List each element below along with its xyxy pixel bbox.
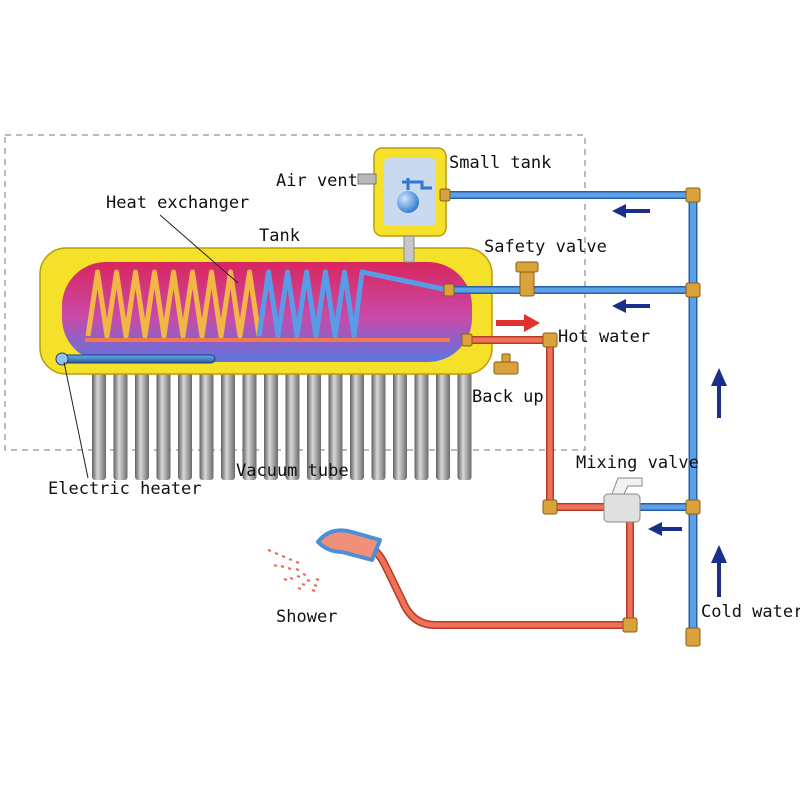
- shower-spray: [267, 549, 320, 592]
- label-safety-valve: Safety valve: [484, 237, 607, 257]
- heat-exchanger-coil-cold: [256, 269, 449, 339]
- electric-heater-cap: [55, 352, 69, 366]
- fitting-cold-inlet-valve: [685, 627, 701, 647]
- label-tank: Tank: [259, 226, 300, 246]
- vacuum-tube: [436, 360, 450, 480]
- leader-heat-exchanger: [159, 214, 239, 284]
- leader-electric-heater: [63, 361, 89, 479]
- spray-droplet: [302, 573, 307, 576]
- spray-droplet: [297, 587, 302, 590]
- vacuum-tube: [113, 360, 128, 480]
- spray-droplet: [274, 552, 279, 555]
- vacuum-tube: [156, 360, 171, 480]
- fitting-small-tank-inlet: [439, 188, 451, 202]
- spray-droplet: [283, 578, 288, 581]
- spray-droplet: [280, 565, 285, 568]
- vacuum-tube: [457, 360, 472, 480]
- spray-droplet: [306, 579, 311, 582]
- mixing-valve-body: [603, 493, 641, 523]
- cold-pipes: [442, 190, 698, 640]
- fitting-hot-outlet: [461, 333, 473, 347]
- label-hot-water: Hot water: [558, 327, 650, 347]
- spray-droplet: [296, 575, 301, 578]
- vacuum-tube: [178, 360, 192, 480]
- label-small-tank: Small tank: [449, 153, 551, 173]
- vacuum-tube: [264, 360, 278, 480]
- air-vent-pipe: [357, 173, 377, 185]
- spray-droplet: [313, 584, 318, 587]
- fitting-hot-elbow: [542, 332, 558, 348]
- cold-arrow-up-lower: [711, 545, 727, 597]
- safety-valve-body: [519, 271, 535, 297]
- fitting-coil-inlet: [443, 283, 455, 297]
- brass-fittings: [439, 187, 701, 647]
- spray-droplet: [315, 578, 320, 581]
- vacuum-tube: [328, 360, 343, 480]
- hot-arrow: [496, 314, 540, 332]
- backup-valve-body: [493, 361, 519, 375]
- vacuum-tube: [285, 360, 300, 480]
- float-ball: [397, 191, 419, 213]
- label-back-up: Back up: [472, 387, 544, 407]
- heat-exchanger-coil-hot: [85, 269, 262, 339]
- spray-droplet: [289, 577, 294, 580]
- spray-droplet: [281, 555, 286, 558]
- vacuum-tube: [199, 360, 214, 480]
- spray-droplet: [311, 589, 316, 592]
- fitting-tee-coil: [685, 282, 701, 298]
- label-vacuum-tube: Vacuum tube: [236, 461, 349, 481]
- spray-droplet: [287, 567, 292, 570]
- fitting-tee-mixing: [685, 499, 701, 515]
- label-heat-exchanger: Heat exchanger: [106, 193, 249, 213]
- shower-head: [316, 528, 382, 562]
- label-air-vent: Air vent: [276, 171, 358, 191]
- safety-valve-cap: [515, 261, 539, 273]
- label-mixing-valve: Mixing valve: [576, 453, 699, 473]
- flow-arrows: [496, 204, 727, 597]
- backup-valve-handle: [501, 353, 511, 363]
- vacuum-tube: [371, 360, 386, 480]
- spray-droplet: [288, 558, 293, 561]
- hot-pipes: [341, 336, 634, 629]
- spray-droplet: [295, 568, 300, 571]
- vacuum-tube: [221, 360, 235, 480]
- mixing-valve-handle: [611, 477, 643, 495]
- fitting-shower-elbow: [622, 617, 638, 633]
- spray-droplet: [301, 583, 306, 586]
- vacuum-tube: [92, 360, 106, 480]
- vacuum-tube: [307, 360, 321, 480]
- label-electric-heater: Electric heater: [48, 479, 202, 499]
- electric-heater-element: [59, 354, 216, 364]
- vacuum-tube: [135, 360, 149, 480]
- spray-droplet: [267, 549, 272, 552]
- label-cold-water: Cold water: [701, 602, 800, 622]
- float-valve: [402, 178, 432, 190]
- tank-connector-pipe: [403, 235, 415, 263]
- spray-droplet: [273, 564, 278, 567]
- cold-arrow-up-upper: [711, 368, 727, 418]
- cold-arrow-top: [612, 204, 650, 218]
- hot-pipe-outlet: [466, 336, 609, 511]
- vacuum-tube: [414, 360, 429, 480]
- cold-arrow-mixing: [648, 522, 682, 536]
- vacuum-tube: [242, 360, 257, 480]
- label-shower: Shower: [276, 607, 337, 627]
- spray-droplet: [295, 561, 300, 564]
- vacuum-tube: [393, 360, 407, 480]
- vacuum-tube: [350, 360, 364, 480]
- fitting-elbow-top: [685, 187, 701, 203]
- cold-arrow-coil: [612, 299, 650, 313]
- vacuum-tubes: [92, 360, 472, 480]
- fitting-hot-elbow-lower: [542, 499, 558, 515]
